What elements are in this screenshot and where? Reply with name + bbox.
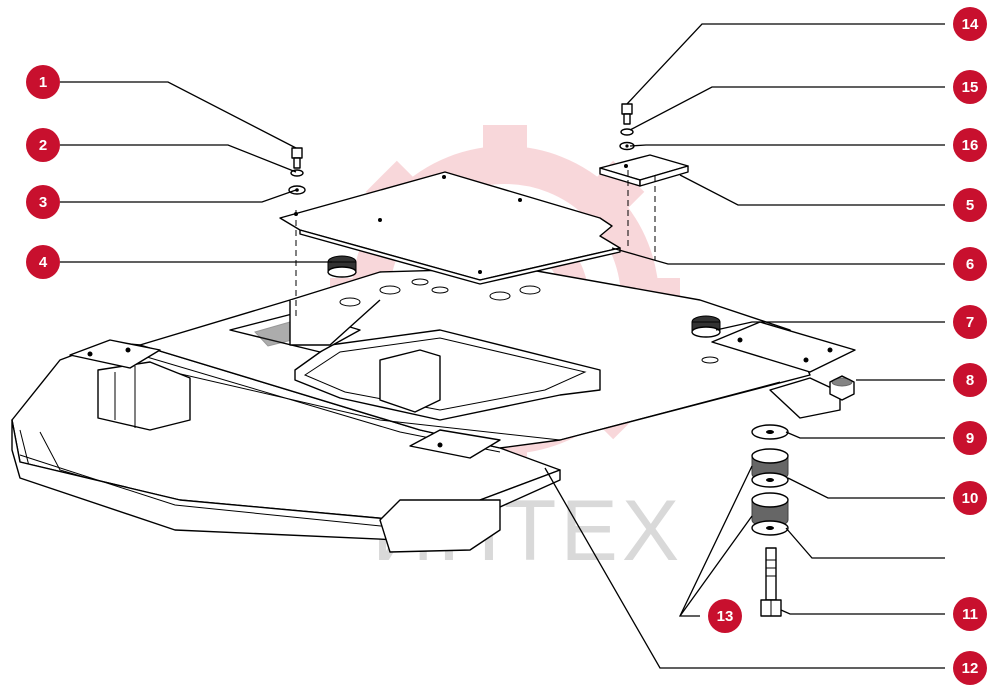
callout-8: 8 (953, 363, 987, 397)
callout-label-1: 1 (39, 74, 47, 91)
top-bumper (691, 315, 721, 338)
callout-7: 7 (953, 305, 987, 339)
callout-label-8: 8 (966, 372, 974, 389)
callout-4: 4 (26, 245, 60, 279)
callout-label-4: 4 (39, 254, 48, 271)
callout-label-10: 10 (962, 490, 979, 507)
callout-11: 11 (953, 597, 987, 631)
callout-label-11: 11 (962, 606, 978, 623)
bolt-right (619, 103, 635, 151)
callout-label-16: 16 (962, 137, 979, 154)
callout-1: 1 (26, 65, 60, 99)
callout-12: 12 (953, 651, 987, 685)
callout-label-6: 6 (966, 256, 974, 273)
cap-nut (829, 375, 855, 401)
damper-stack (751, 424, 789, 617)
callout-5: 5 (953, 188, 987, 222)
callout-13: 13 (708, 599, 742, 633)
bolt-left (288, 147, 306, 195)
callout-label-14: 14 (962, 16, 979, 33)
callout-6: 6 (953, 247, 987, 281)
top-cover-plate (279, 171, 621, 285)
callout-label-15: 15 (962, 79, 979, 96)
callout-2: 2 (26, 128, 60, 162)
callout-9: 9 (953, 421, 987, 455)
leader-lines (60, 23, 945, 669)
callout-label-2: 2 (39, 137, 47, 154)
callout-15: 15 (953, 70, 987, 104)
callout-label-3: 3 (39, 194, 47, 211)
alignment-lines (295, 170, 656, 320)
clamp-plate (599, 154, 689, 187)
callout-label-5: 5 (966, 197, 974, 214)
callout-label-13: 13 (717, 608, 734, 625)
callout-label-12: 12 (962, 660, 979, 677)
callout-14: 14 (953, 7, 987, 41)
rubber-bumper (327, 255, 357, 278)
base-frame (11, 267, 856, 553)
callout-label-7: 7 (966, 314, 974, 331)
callout-10: 10 (953, 481, 987, 515)
callout-label-9: 9 (966, 430, 974, 447)
callout-16: 16 (953, 128, 987, 162)
callout-3: 3 (26, 185, 60, 219)
